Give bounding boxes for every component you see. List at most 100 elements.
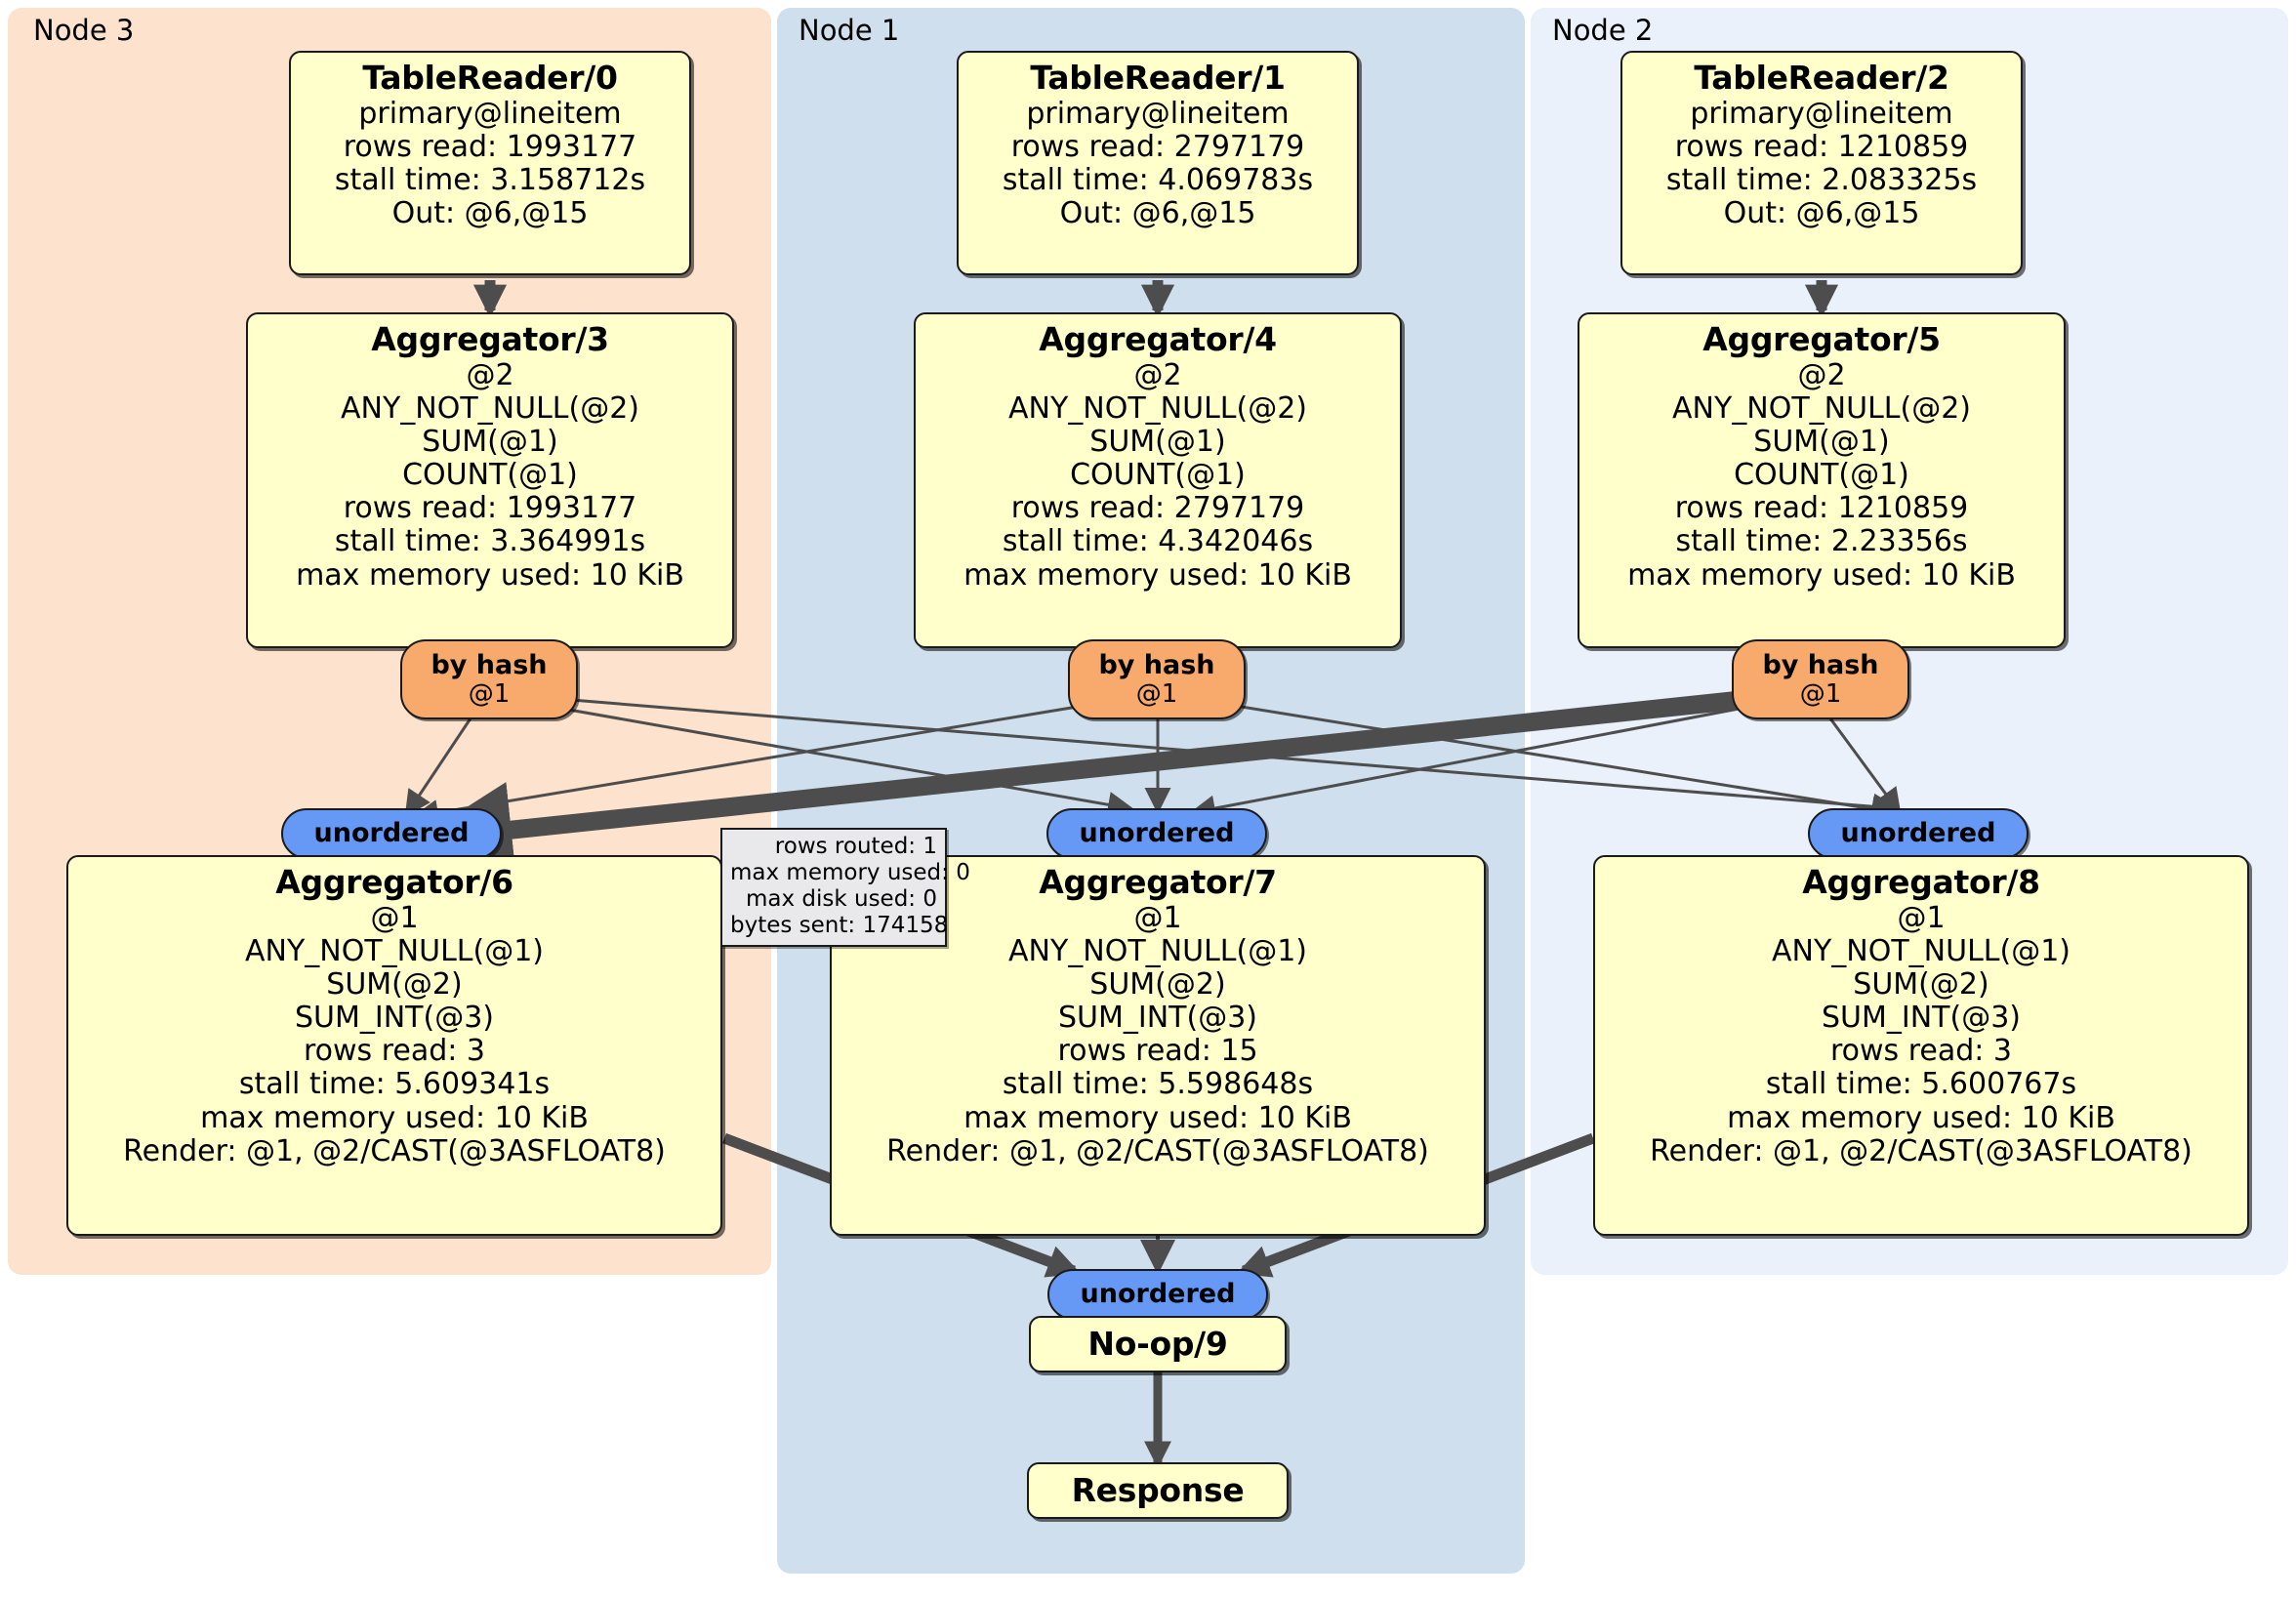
router-by-hash-3[interactable]: by hash @1: [400, 639, 578, 719]
operator-detail: max memory used: 10 KiB: [964, 1100, 1352, 1135]
operator-detail: rows read: 15: [1057, 1034, 1258, 1069]
operator-detail: stall time: 3.364991s: [334, 524, 646, 559]
operator-detail: primary@lineitem: [358, 97, 622, 132]
operator-title: No-op/9: [1087, 1324, 1228, 1363]
operator-detail: SUM(@1): [1753, 425, 1890, 460]
cluster-label-node-1: Node 1: [799, 14, 900, 47]
stream-unordered-7[interactable]: unordered: [1046, 808, 1267, 859]
operator-detail: rows read: 1993177: [343, 491, 637, 526]
operator-detail: max memory used: 10 KiB: [1727, 1100, 2115, 1135]
operator-detail: stall time: 3.158712s: [334, 163, 646, 198]
operator-title: Aggregator/7: [1039, 863, 1277, 901]
operator-detail: ANY_NOT_NULL(@2): [341, 391, 639, 427]
stream-label: unordered: [1079, 818, 1235, 849]
operator-detail: stall time: 5.600767s: [1765, 1067, 2077, 1102]
operator-detail: COUNT(@1): [1734, 458, 1909, 493]
router-column: @1: [1799, 678, 1842, 709]
stat-max-memory: max memory used: 0: [730, 860, 970, 886]
operator-detail: stall time: 2.083325s: [1665, 163, 1978, 198]
operator-aggregator-6[interactable]: Aggregator/6 @1 ANY_NOT_NULL(@1) SUM(@2)…: [66, 855, 722, 1236]
operator-detail: primary@lineitem: [1026, 97, 1290, 132]
operator-aggregator-8[interactable]: Aggregator/8 @1 ANY_NOT_NULL(@1) SUM(@2)…: [1593, 855, 2249, 1236]
operator-detail: max memory used: 10 KiB: [1627, 557, 2016, 593]
operator-detail: rows read: 1993177: [343, 130, 637, 165]
operator-aggregator-5[interactable]: Aggregator/5 @2 ANY_NOT_NULL(@2) SUM(@1)…: [1578, 312, 2066, 648]
operator-detail: primary@lineitem: [1690, 97, 1953, 132]
cluster-label-node-3: Node 3: [33, 14, 135, 47]
operator-detail: ANY_NOT_NULL(@2): [1008, 391, 1307, 427]
operator-detail: stall time: 4.069783s: [1002, 163, 1314, 198]
operator-detail: stall time: 5.609341s: [238, 1067, 551, 1102]
operator-detail: @1: [1133, 901, 1182, 936]
operator-detail: rows read: 3: [303, 1034, 486, 1069]
operator-detail: ANY_NOT_NULL(@2): [1672, 391, 1971, 427]
operator-detail: SUM(@1): [422, 425, 558, 460]
operator-detail: Out: @6,@15: [391, 196, 589, 231]
operator-detail: Render: @1, @2/CAST(@3ASFLOAT8): [1650, 1133, 2193, 1168]
router-column: @1: [468, 678, 511, 709]
operator-detail: rows read: 1210859: [1674, 491, 1969, 526]
operator-detail: @1: [370, 901, 419, 936]
operator-title: TableReader/2: [1694, 59, 1949, 97]
operator-title: Response: [1071, 1470, 1245, 1509]
operator-response[interactable]: Response: [1027, 1462, 1289, 1519]
router-label: by hash: [1098, 649, 1215, 680]
operator-detail: max memory used: 10 KiB: [964, 557, 1352, 593]
operator-detail: stall time: 2.23356s: [1675, 524, 1968, 559]
operator-detail: max memory used: 10 KiB: [296, 557, 684, 593]
operator-detail: SUM_INT(@3): [1058, 1001, 1257, 1036]
operator-noop-9[interactable]: No-op/9: [1029, 1316, 1287, 1372]
operator-detail: @1: [1897, 901, 1946, 936]
stat-rows-routed: rows routed: 1: [774, 834, 937, 859]
operator-detail: @2: [1797, 358, 1846, 393]
operator-detail: Out: @6,@15: [1059, 196, 1256, 231]
operator-detail: COUNT(@1): [402, 458, 578, 493]
router-by-hash-5[interactable]: by hash @1: [1732, 639, 1909, 719]
operator-detail: Render: @1, @2/CAST(@3ASFLOAT8): [886, 1133, 1429, 1168]
operator-detail: ANY_NOT_NULL(@1): [1008, 934, 1307, 969]
router-by-hash-4[interactable]: by hash @1: [1068, 639, 1246, 719]
operator-detail: rows read: 3: [1829, 1034, 2013, 1069]
operator-detail: rows read: 1210859: [1674, 130, 1969, 165]
operator-detail: SUM_INT(@3): [1822, 1001, 2021, 1036]
operator-detail: max memory used: 10 KiB: [200, 1100, 589, 1135]
operator-tablereader-1[interactable]: TableReader/1 primary@lineitem rows read…: [957, 51, 1359, 275]
stat-max-disk: max disk used: 0: [745, 886, 937, 913]
stream-unordered-6[interactable]: unordered: [281, 808, 502, 859]
stat-bytes-sent: bytes sent: 174158: [730, 913, 949, 939]
operator-detail: stall time: 5.598648s: [1002, 1067, 1314, 1102]
operator-tablereader-0[interactable]: TableReader/0 primary@lineitem rows read…: [289, 51, 691, 275]
operator-title: Aggregator/3: [371, 320, 609, 358]
stream-label: unordered: [1840, 818, 1996, 849]
operator-detail: ANY_NOT_NULL(@1): [245, 934, 544, 969]
operator-detail: COUNT(@1): [1070, 458, 1246, 493]
router-label: by hash: [430, 649, 548, 680]
operator-detail: SUM(@1): [1089, 425, 1226, 460]
operator-title: Aggregator/8: [1802, 863, 2040, 901]
operator-detail: SUM(@2): [326, 967, 463, 1003]
operator-detail: SUM(@2): [1089, 967, 1226, 1003]
cluster-label-node-2: Node 2: [1552, 14, 1654, 47]
operator-detail: stall time: 4.342046s: [1002, 524, 1314, 559]
operator-title: TableReader/1: [1030, 59, 1286, 97]
router-label: by hash: [1762, 649, 1879, 680]
operator-tablereader-2[interactable]: TableReader/2 primary@lineitem rows read…: [1620, 51, 2023, 275]
operator-title: Aggregator/5: [1702, 320, 1941, 358]
stream-unordered-9[interactable]: unordered: [1047, 1269, 1268, 1320]
operator-detail: rows read: 2797179: [1010, 491, 1305, 526]
operator-detail: @2: [466, 358, 514, 393]
operator-detail: Render: @1, @2/CAST(@3ASFLOAT8): [123, 1133, 666, 1168]
operator-aggregator-4[interactable]: Aggregator/4 @2 ANY_NOT_NULL(@2) SUM(@1)…: [914, 312, 1402, 648]
operator-title: Aggregator/4: [1039, 320, 1277, 358]
operator-detail: rows read: 2797179: [1010, 130, 1305, 165]
stream-label: unordered: [1080, 1279, 1236, 1310]
operator-detail: SUM_INT(@3): [295, 1001, 494, 1036]
operator-title: Aggregator/6: [275, 863, 513, 901]
operator-title: TableReader/0: [362, 59, 618, 97]
operator-detail: @2: [1133, 358, 1182, 393]
stream-unordered-8[interactable]: unordered: [1808, 808, 2029, 859]
stream-stats-tooltip: rows routed: 1 max memory used: 0 max di…: [720, 828, 970, 947]
operator-aggregator-3[interactable]: Aggregator/3 @2 ANY_NOT_NULL(@2) SUM(@1)…: [246, 312, 734, 648]
operator-detail: ANY_NOT_NULL(@1): [1772, 934, 2070, 969]
